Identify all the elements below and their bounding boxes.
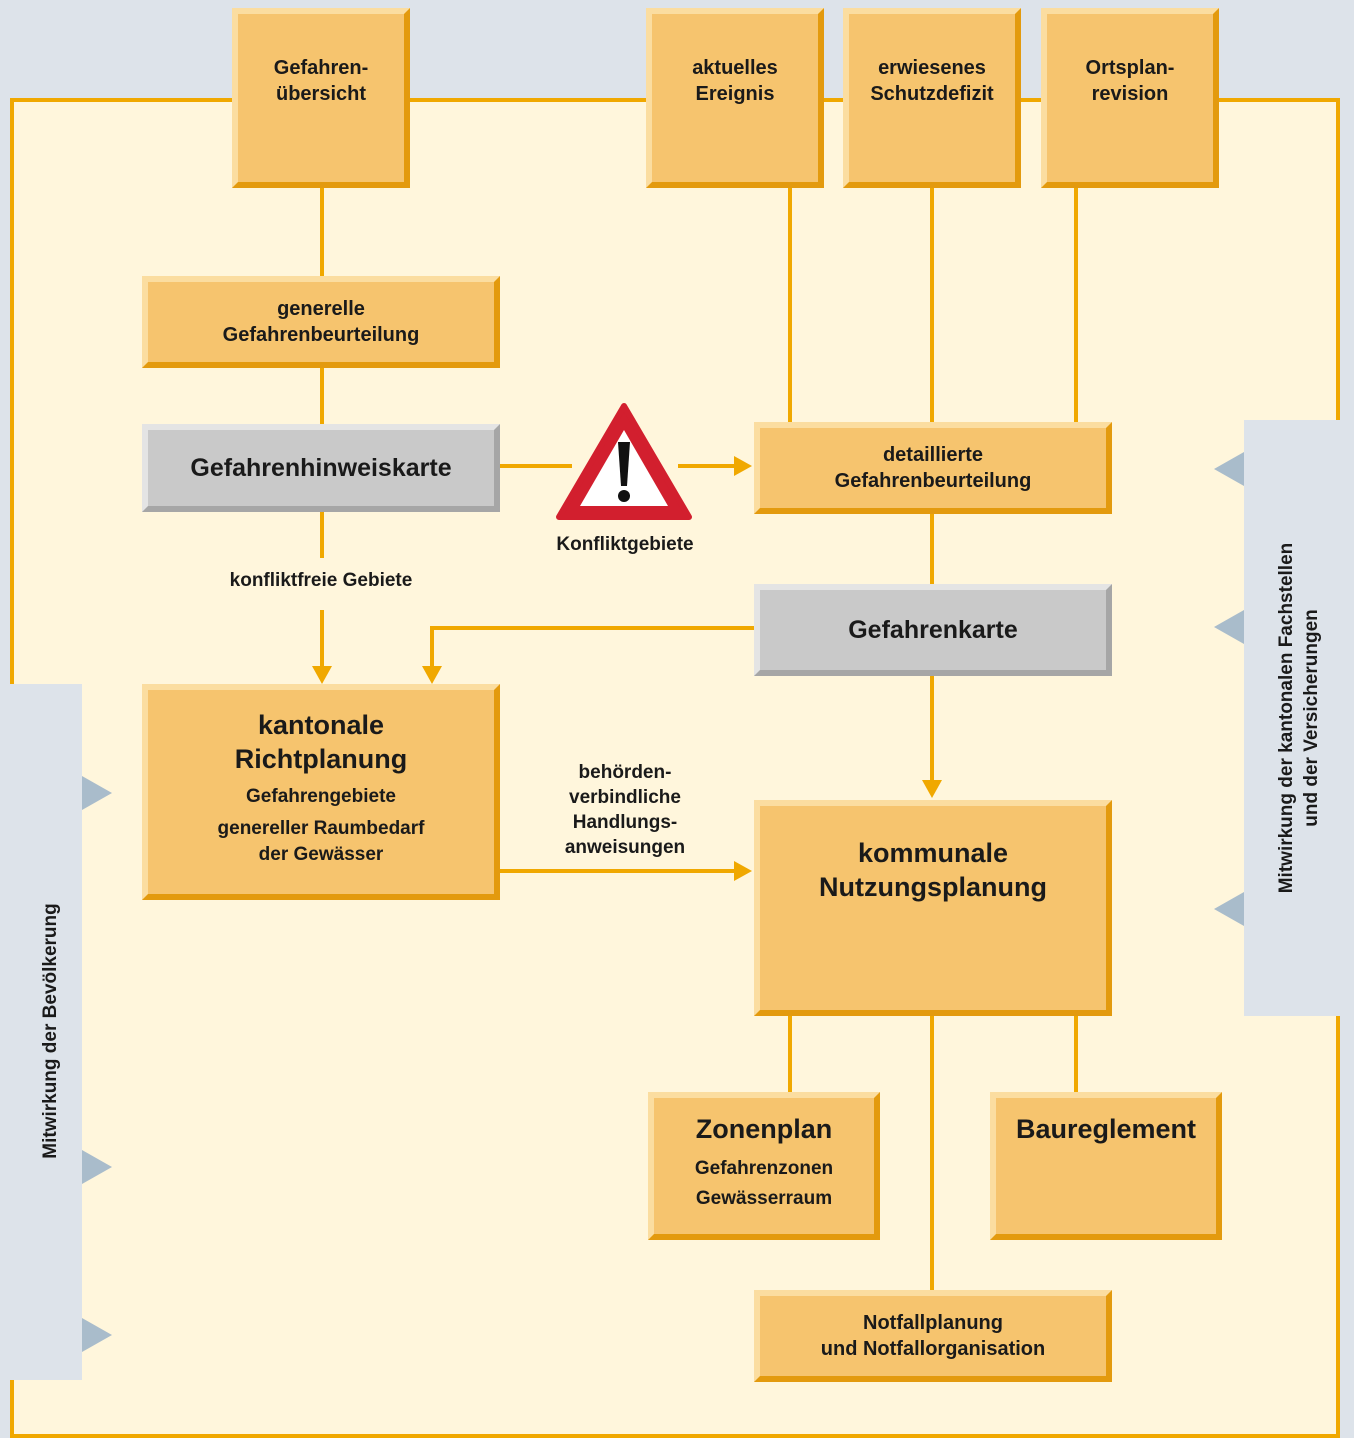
side-panel-fachstellen — [1244, 420, 1354, 1016]
arrowhead-richtplanung-nutzungsplanung — [734, 861, 752, 881]
baureglement-title: Baureglement — [1015, 1114, 1197, 1144]
arrowhead-richtplanung-left — [312, 666, 332, 684]
arrowhead-nutzungsplanung — [922, 780, 942, 798]
zonenplan-title: Zonenplan — [695, 1114, 833, 1144]
box-notfallplanung: Notfallplanung und Notfallorganisation — [754, 1290, 1112, 1382]
box-generelle-gefahrenbeurteilung: generelle Gefahrenbeurteilung — [142, 276, 500, 368]
label-handlungsanweisungen: behörden- verbindliche Handlungs- anweis… — [564, 762, 686, 858]
label-konfliktfreie-gebiete: konfliktfreie Gebiete — [229, 570, 413, 591]
box-aktuelles-ereignis: aktuelles Ereignis — [646, 8, 824, 188]
box-baureglement: Baureglement — [990, 1092, 1222, 1240]
box-zonenplan: Zonenplan Gefahrenzonen Gewässerraum — [648, 1092, 880, 1240]
richtplanung-title: kantonale Richtplanung — [234, 710, 408, 774]
label-konfliktgebiete: Konfliktgebiete — [556, 534, 694, 555]
box-schutzdefizit: erwiesenes Schutzdefizit — [843, 8, 1021, 188]
zonenplan-gefahrenzonen: Gefahrenzonen — [694, 1158, 834, 1179]
arrowhead-gefahrenkarte-richtplanung — [422, 666, 442, 684]
box-ortsplanrevision: Ortsplan- revision — [1041, 8, 1219, 188]
box-detaillierte-gefahrenbeurteilung: detaillierte Gefahrenbeurteilung — [754, 422, 1112, 514]
arrowhead-warning-detaillierte — [734, 456, 752, 476]
warning-triangle-icon — [556, 403, 692, 520]
box-gefahrenuebersicht: Gefahren- übersicht — [232, 8, 410, 188]
zonenplan-gewaesserraum: Gewässerraum — [695, 1188, 833, 1209]
box-kantonale-richtplanung: kantonale Richtplanung Gefahrengebiete g… — [142, 684, 500, 900]
box-kommunale-nutzungsplanung: kommunale Nutzungsplanung — [754, 800, 1112, 1016]
richtplanung-gefahrengebiete: Gefahrengebiete — [246, 786, 396, 807]
label-mitwirkung-bevoelkerung: Mitwirkung der Bevölkerung — [40, 903, 61, 1159]
nutzungsplanung-title: kommunale Nutzungsplanung — [819, 838, 1047, 902]
box-gefahrenhinweiskarte: Gefahrenhinweiskarte — [142, 424, 500, 512]
box-gefahrenkarte: Gefahrenkarte — [754, 584, 1112, 676]
side-panel-bevoelkerung — [0, 684, 82, 1380]
richtplanung-raumbedarf: genereller Raumbedarf der Gewässer — [217, 818, 425, 865]
label-mitwirkung-fachstellen: Mitwirkung der kantonalen Fachstellen un… — [1276, 542, 1322, 894]
arrow-gefahrenkarte-richtplanung — [430, 626, 754, 668]
